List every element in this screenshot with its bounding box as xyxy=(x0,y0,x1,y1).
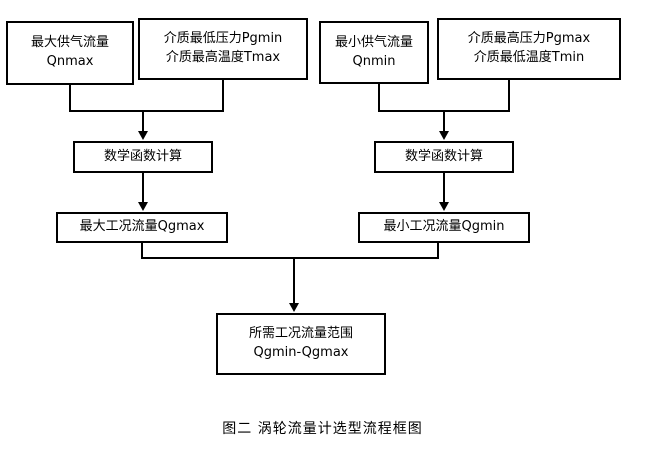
arrowhead-into-calc-right xyxy=(439,131,449,140)
connector-calc-right-to-qgmin xyxy=(443,173,445,203)
connector-left-merge-bar xyxy=(69,110,224,112)
connector-bottom-merge-down xyxy=(293,257,295,304)
connector-calc-left-to-qgmax xyxy=(142,173,144,203)
node-max-supply-flow: 最大供气流量 Qnmax xyxy=(6,21,134,85)
connector-bottom-merge-bar xyxy=(141,257,439,259)
arrowhead-into-qgmin xyxy=(439,202,449,211)
connector-qnmin-down xyxy=(378,84,380,112)
node-label-line1: 所需工况流量范围 xyxy=(248,326,353,342)
node-label-line2: Qgmin-Qgmax xyxy=(253,345,349,360)
node-label-line1: 数学函数计算 xyxy=(404,148,483,164)
connector-qnmax-down xyxy=(69,85,71,112)
node-min-pressure-max-temp: 介质最低压力Pgmin 介质最高温度Tmax xyxy=(138,18,308,80)
node-min-supply-flow: 最小供气流量 Qnmin xyxy=(319,21,429,84)
node-label-line1: 最大工况流量Qgmax xyxy=(79,219,205,235)
node-label-line1: 最小供气流量 xyxy=(334,34,413,50)
node-label-line2: 介质最高温度Tmax xyxy=(165,50,281,65)
node-label-line2: Qnmax xyxy=(46,54,94,69)
connector-qgmin-down xyxy=(437,243,439,259)
connector-left-merge-down xyxy=(142,110,144,132)
node-label-line1: 最小工况流量Qgmin xyxy=(383,219,505,235)
connector-pgmin-down xyxy=(222,80,224,112)
node-math-function-calc-right: 数学函数计算 xyxy=(374,141,514,173)
node-max-working-flow-qgmax: 最大工况流量Qgmax xyxy=(56,212,228,243)
node-label-line2: 介质最低温度Tmin xyxy=(473,50,585,65)
node-max-pressure-min-temp: 介质最高压力Pgmax 介质最低温度Tmin xyxy=(437,18,621,80)
arrowhead-into-range xyxy=(289,303,299,312)
arrowhead-into-calc-left xyxy=(138,131,148,140)
node-label-line2: Qnmin xyxy=(352,53,396,69)
connector-right-merge-down xyxy=(443,110,445,132)
arrowhead-into-qgmax xyxy=(138,202,148,211)
node-label-line1: 介质最低压力Pgmin xyxy=(163,31,283,47)
node-math-function-calc-left: 数学函数计算 xyxy=(73,141,213,173)
connector-qgmax-down xyxy=(141,243,143,259)
node-label-line1: 数学函数计算 xyxy=(103,148,182,164)
node-label-line1: 最大供气流量 xyxy=(30,35,109,51)
figure-caption: 图二 涡轮流量计选型流程框图 xyxy=(222,421,423,437)
connector-pgmax-down xyxy=(508,80,510,112)
node-label-line1: 介质最高压力Pgmax xyxy=(467,31,591,47)
node-required-flow-range: 所需工况流量范围 Qgmin-Qgmax xyxy=(216,313,386,375)
node-min-working-flow-qgmin: 最小工况流量Qgmin xyxy=(358,212,530,243)
